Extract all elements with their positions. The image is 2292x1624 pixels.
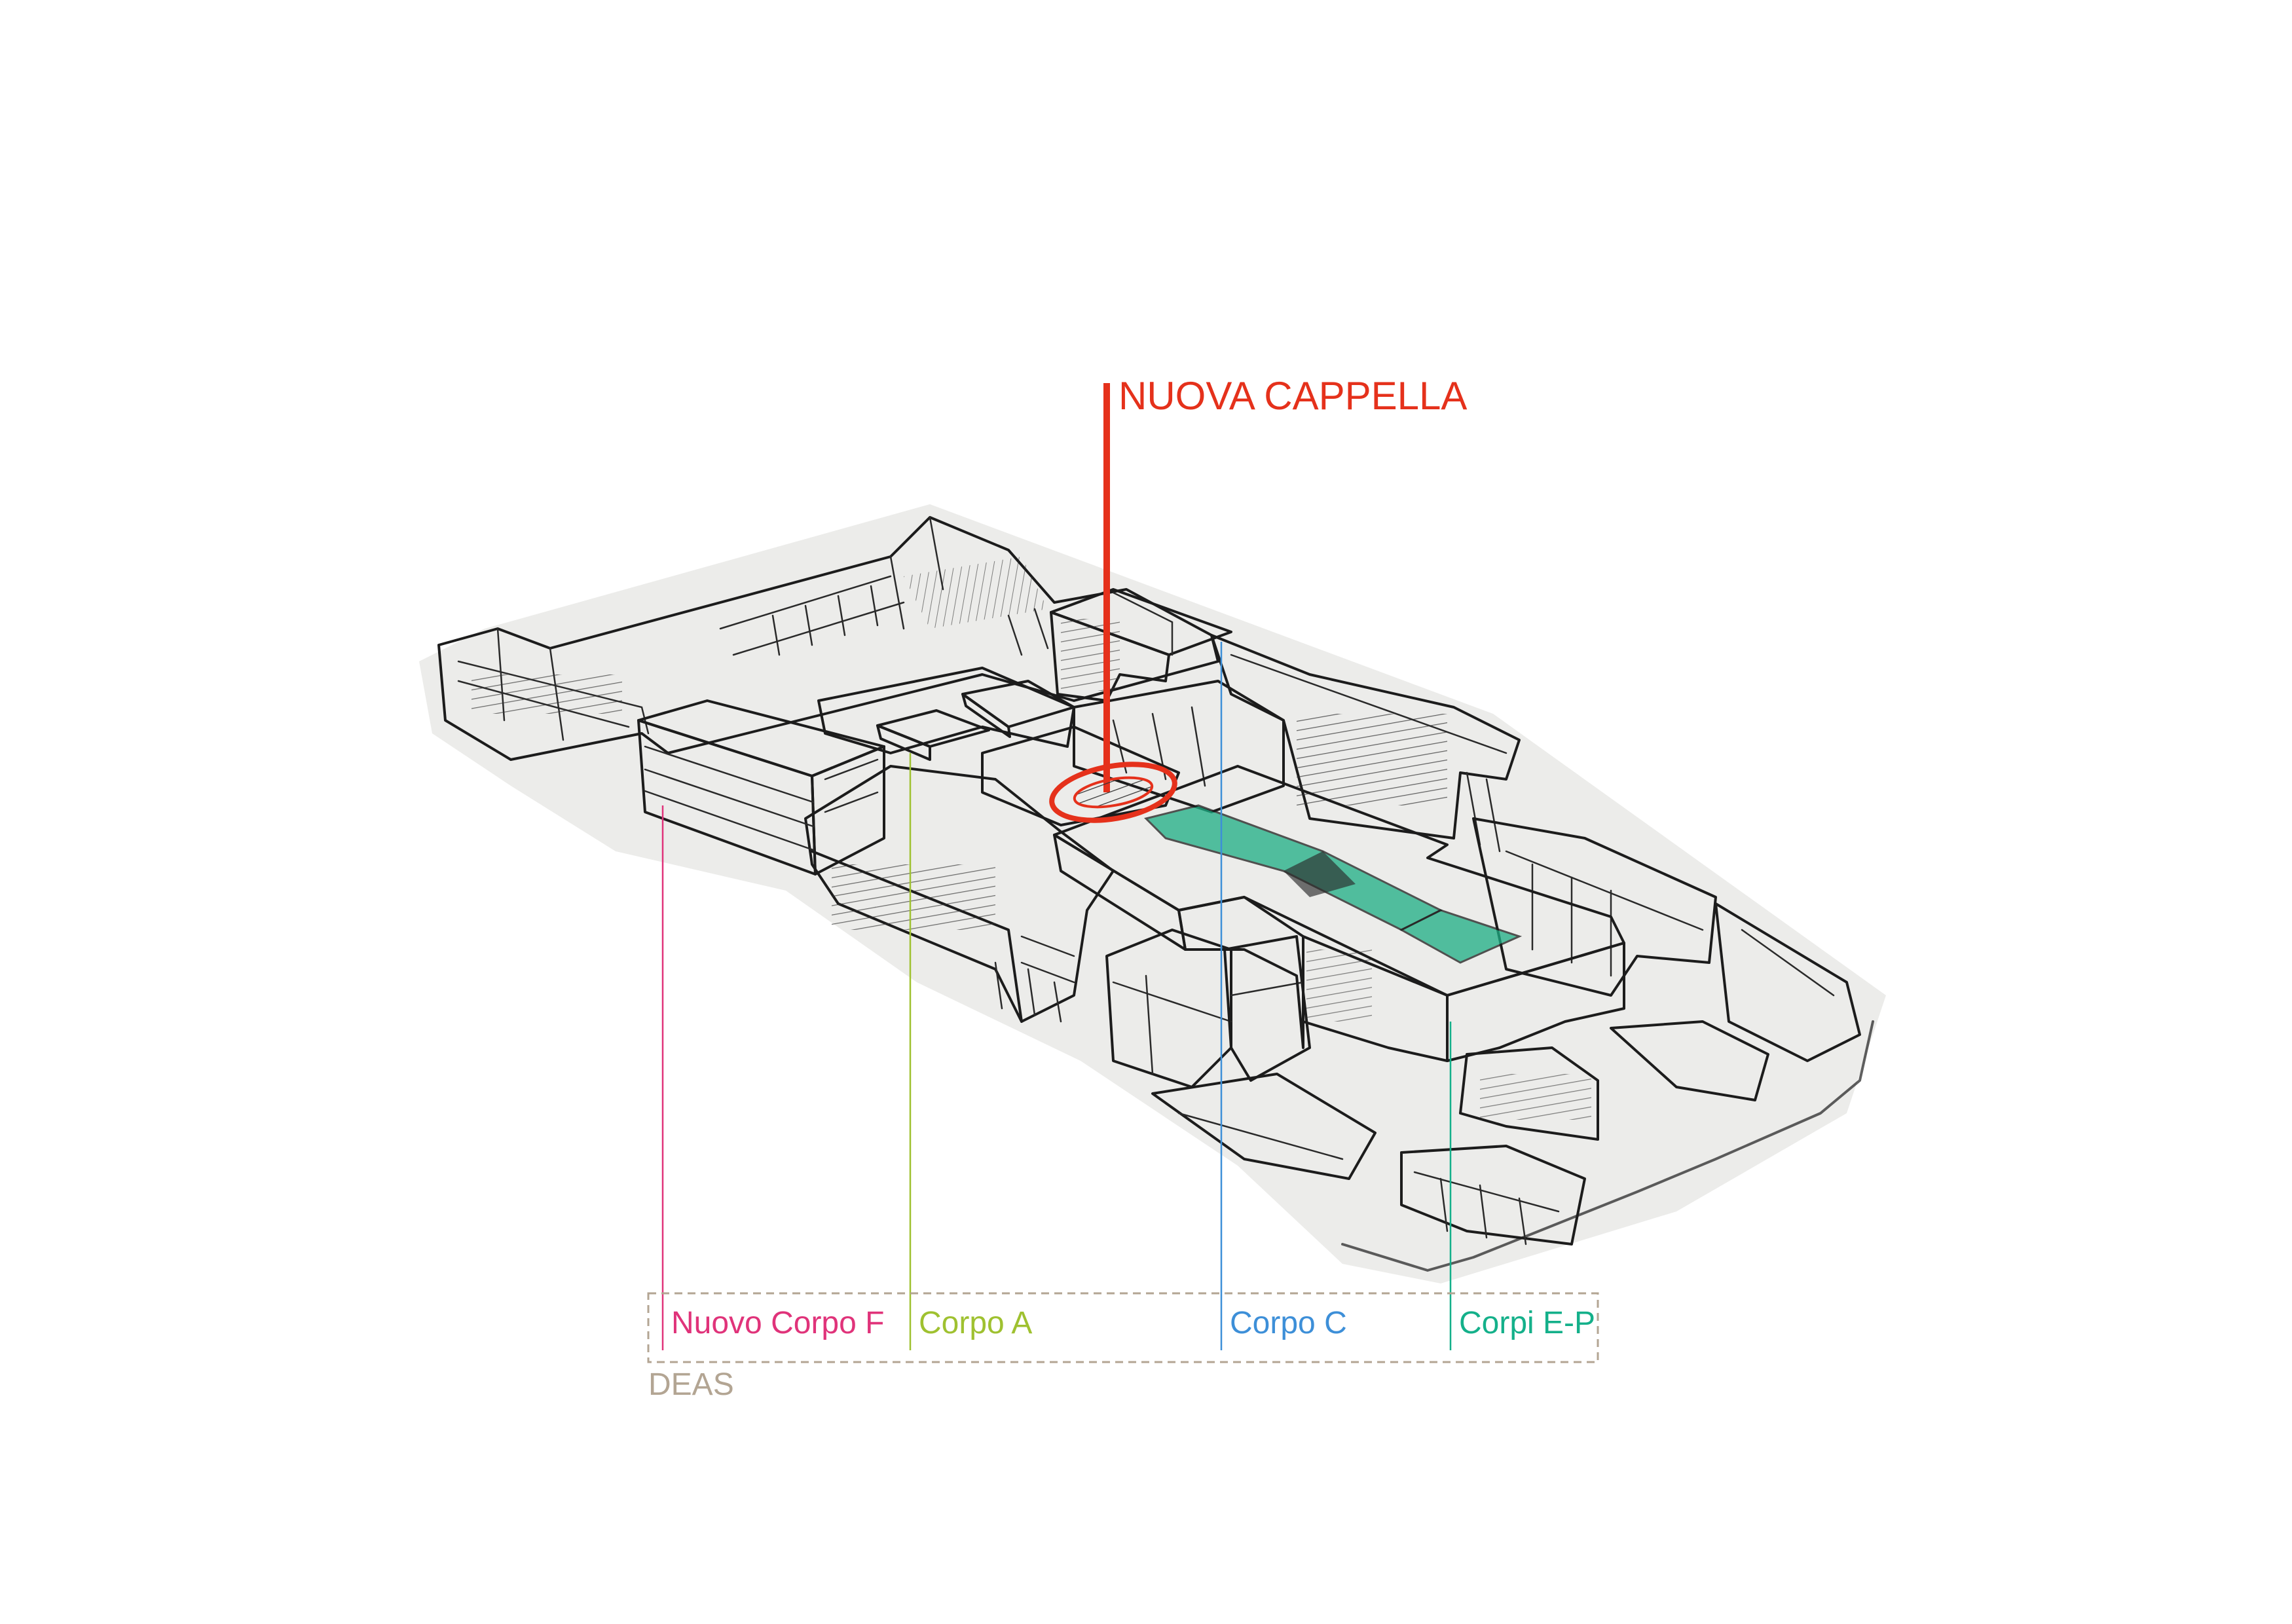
title-nuova-cappella: NUOVA CAPPELLA — [1118, 374, 1467, 418]
label-corpo-c: Corpo C — [1230, 1306, 1347, 1340]
label-corpo-f: Nuovo Corpo F — [671, 1306, 884, 1340]
deas-group-frame — [647, 1292, 1599, 1363]
southwest-block — [804, 765, 1115, 1023]
east-wing-block — [1210, 634, 1521, 853]
label-corpo-a: Corpo A — [919, 1306, 1032, 1340]
leader-lines — [661, 642, 1452, 1350]
building-corpi-ep[interactable] — [1053, 765, 1625, 1062]
building-corpo-a[interactable] — [876, 680, 1075, 761]
south-central-blocks — [1105, 929, 1377, 1180]
east-side-blocks — [1400, 817, 1861, 1246]
label-corpi-ep: Corpi E-P — [1459, 1306, 1595, 1340]
north-building-block — [437, 516, 1219, 761]
building-corpo-f[interactable] — [637, 699, 885, 876]
nuova-cappella-marker[interactable] — [1047, 383, 1179, 829]
deas-group — [647, 1292, 1599, 1363]
label-deas: DEAS — [648, 1367, 734, 1402]
